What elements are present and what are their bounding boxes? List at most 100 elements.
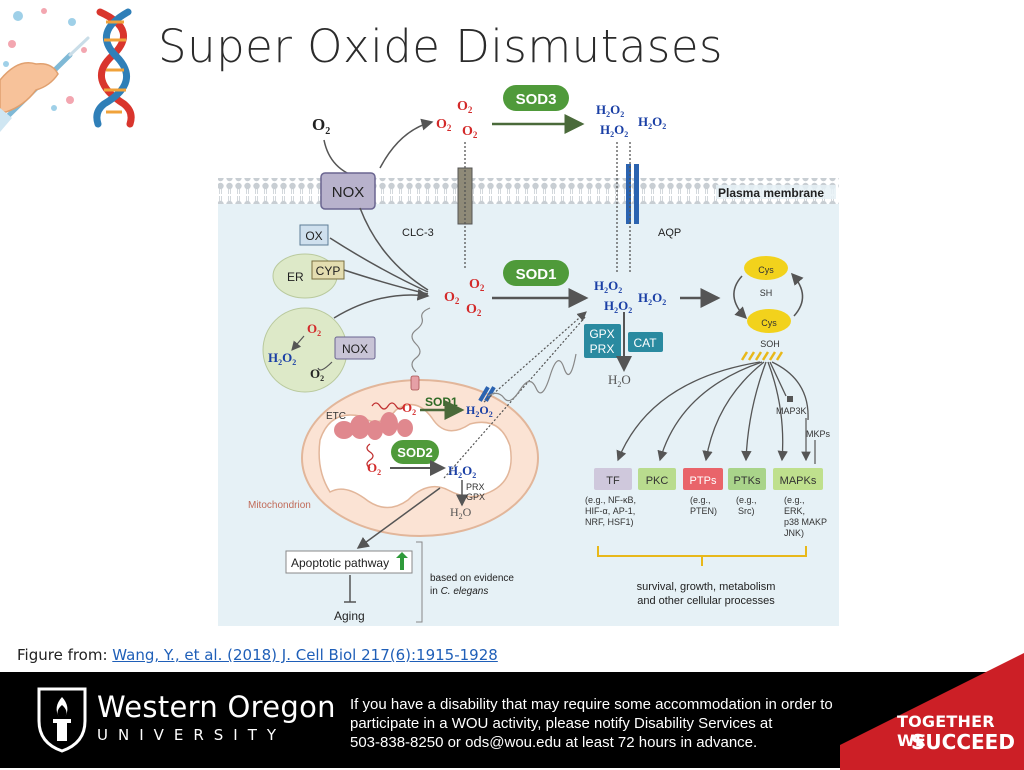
- h2o2-extracellular: H2O2 H2O2 H2O2: [596, 102, 666, 139]
- svg-text:PRX: PRX: [466, 482, 485, 492]
- nox-enzyme: [320, 172, 376, 210]
- dna-pipette-icon: [0, 8, 135, 132]
- svg-text:GPX: GPX: [589, 327, 614, 341]
- svg-text:MKPs: MKPs: [806, 429, 831, 439]
- sod3-label: SOD3: [516, 91, 557, 108]
- svg-text:MAPKs: MAPKs: [780, 475, 817, 487]
- target-tf: TF: [594, 468, 632, 490]
- sod3-enzyme: [503, 85, 569, 111]
- o2-extracellular: O2: [312, 115, 330, 137]
- slogan-red-band: [840, 653, 1024, 770]
- svg-text:Src): Src): [738, 506, 755, 516]
- cat-box: [628, 332, 663, 352]
- ptk-examples: (e.g., Src): [736, 495, 757, 516]
- svg-text:based on evidence: based on evidence: [430, 573, 514, 584]
- wou-name: Western Oregon: [97, 690, 336, 724]
- svg-text:SOD2: SOD2: [397, 445, 432, 460]
- svg-text:PTEN): PTEN): [690, 506, 717, 516]
- evidence-line-2: in C. elegans: [430, 586, 488, 597]
- figure-caption: Figure from: Wang, Y., et al. (2018) J. …: [17, 646, 498, 664]
- target-pkc: PKC: [638, 468, 676, 490]
- svg-text:ER: ER: [287, 270, 304, 284]
- svg-text:H2O: H2O: [450, 505, 472, 521]
- outcome-line-1: survival, growth, metabolism: [637, 581, 776, 593]
- caption-prefix: Figure from:: [17, 646, 113, 664]
- slogan-line-2: SUCCEED: [911, 730, 1015, 754]
- svg-text:NOX: NOX: [332, 184, 365, 201]
- svg-text:PTKs: PTKs: [734, 475, 761, 487]
- svg-text:p38 MAKP: p38 MAKP: [784, 517, 827, 527]
- cys-soh: [747, 309, 791, 333]
- svg-text:Cys: Cys: [758, 265, 774, 275]
- disability-notice: If you have a disability that may requir…: [350, 696, 833, 751]
- svg-text:PKC: PKC: [646, 475, 669, 487]
- svg-text:ETC: ETC: [326, 411, 346, 422]
- ox-box: [299, 224, 329, 246]
- svg-text:HIF-α, AP-1,: HIF-α, AP-1,: [585, 506, 635, 516]
- svg-text:H2O2: H2O2: [466, 403, 493, 419]
- svg-text:Apoptotic pathway: Apoptotic pathway: [291, 556, 389, 570]
- svg-text:(e.g.,: (e.g.,: [784, 495, 805, 505]
- cys-sh: [744, 256, 788, 280]
- svg-text:CYP: CYP: [316, 264, 341, 278]
- h2o2-cytosolic: H2O2 H2O2 H2O2: [594, 278, 666, 315]
- superoxide-dismutase-diagram: Plasma membrane O2 O2 O2 O2 SOD3 H2O2 H2…: [218, 85, 839, 626]
- svg-text:H2O2: H2O2: [596, 102, 624, 119]
- outcome-line-2: and other cellular processes: [637, 595, 775, 607]
- svg-text:(e.g.,: (e.g.,: [736, 495, 757, 505]
- plasma-membrane-label: Plasma membrane: [718, 186, 824, 200]
- svg-text:PTPs: PTPs: [690, 475, 717, 487]
- svg-text:H2O2: H2O2: [448, 463, 476, 480]
- sod1-enzyme: [503, 260, 569, 286]
- svg-text:Cys: Cys: [761, 318, 777, 328]
- slide-title: Super Oxide Dismutases: [158, 20, 723, 73]
- svg-text:TF: TF: [606, 475, 620, 487]
- svg-text:H2O2: H2O2: [638, 290, 666, 307]
- svg-text:H2O2: H2O2: [638, 114, 666, 131]
- svg-text:Aging: Aging: [334, 609, 365, 623]
- svg-text:H2O2: H2O2: [604, 298, 632, 315]
- nox-small-enzyme: [334, 336, 376, 360]
- target-mapks: MAPKs: [773, 468, 823, 490]
- clc3-label: CLC-3: [402, 227, 434, 239]
- svg-text:ERK,: ERK,: [784, 506, 805, 516]
- svg-text:SOH: SOH: [760, 339, 780, 349]
- apoptotic-pathway-box: [285, 550, 413, 574]
- h2o-cytosolic: H2O: [608, 372, 631, 389]
- svg-text:OX: OX: [305, 229, 322, 243]
- wou-torch-logo-icon: [37, 687, 87, 753]
- svg-text:NOX: NOX: [342, 342, 368, 356]
- svg-text:GPX: GPX: [466, 492, 485, 502]
- svg-text:SH: SH: [760, 288, 773, 298]
- superoxide-extracellular: O2 O2 O2: [436, 99, 478, 140]
- etc-complex: [334, 412, 413, 440]
- svg-text:NRF, HSF1): NRF, HSF1): [585, 517, 634, 527]
- svg-text:H2O2: H2O2: [268, 350, 296, 367]
- slogan-line-1: TOGETHER WE: [897, 712, 995, 750]
- svg-text:H2O2: H2O2: [594, 278, 622, 295]
- gpx-prx-box: [584, 324, 621, 358]
- svg-text:SOD1: SOD1: [516, 266, 557, 283]
- aqp-channel: [626, 164, 631, 224]
- mapk-examples: (e.g., ERK, p38 MAKP JNK): [784, 495, 827, 538]
- target-ptps: PTPs: [683, 468, 723, 490]
- svg-text:SOD1: SOD1: [425, 395, 458, 409]
- svg-text:O2: O2: [462, 124, 478, 140]
- svg-text:CAT: CAT: [633, 336, 657, 350]
- aqp-label: AQP: [658, 227, 681, 239]
- svg-text:PRX: PRX: [590, 342, 615, 356]
- svg-text:(e.g.,: (e.g.,: [690, 495, 711, 505]
- citation-link[interactable]: Wang, Y., et al. (2018) J. Cell Biol 217…: [112, 646, 498, 664]
- svg-text:O2: O2: [436, 117, 452, 133]
- svg-text:O2: O2: [457, 99, 473, 115]
- wou-university: UNIVERSITY: [97, 726, 287, 744]
- target-ptks: PTKs: [728, 468, 766, 490]
- svg-text:H2O2: H2O2: [600, 122, 628, 139]
- sod2-enzyme: [391, 440, 439, 464]
- ptp-examples: (e.g., PTEN): [690, 495, 717, 516]
- tf-examples: (e.g., NF-κB, HIF-α, AP-1, NRF, HSF1): [585, 495, 636, 527]
- svg-text:Mitochondrion: Mitochondrion: [248, 500, 311, 511]
- svg-text:JNK): JNK): [784, 528, 804, 538]
- svg-text:MAP3K: MAP3K: [776, 406, 807, 416]
- svg-text:(e.g., NF-κB,: (e.g., NF-κB,: [585, 495, 636, 505]
